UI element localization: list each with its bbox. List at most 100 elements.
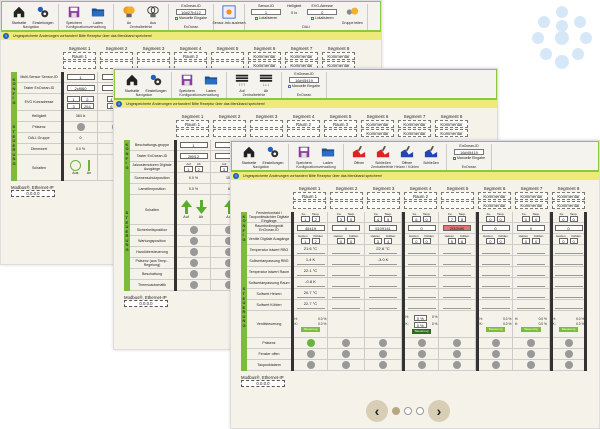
page-dot-1[interactable] <box>392 407 400 415</box>
ip-address-input[interactable]: 0.0.0.0 <box>124 300 168 307</box>
room-name-input[interactable]: Kommentar <box>285 52 318 60</box>
checkbox[interactable]: Manuelle Eingabe <box>453 156 485 160</box>
checkbox-icon[interactable] <box>254 16 258 20</box>
pair-input[interactable]: 0 <box>559 238 568 244</box>
address-input[interactable]: 1 <box>67 95 80 102</box>
pair-input[interactable]: 0 <box>486 238 495 244</box>
comment-input[interactable] <box>213 129 246 137</box>
room-name-input[interactable]: Kommentar <box>398 120 431 128</box>
pair-input[interactable]: 0 <box>347 238 356 244</box>
folder-button[interactable]: Laden <box>86 4 110 25</box>
pair-input[interactable]: 0 <box>336 238 345 244</box>
pair-input[interactable]: 0 <box>521 216 530 222</box>
pair-input[interactable]: 0 <box>496 216 505 222</box>
blind-up-button[interactable]: ↑↑↑Auf <box>230 72 254 93</box>
pair-input[interactable]: 6 <box>412 216 421 222</box>
up-button[interactable]: Auf <box>180 200 192 219</box>
room-name-input[interactable]: Kommentar <box>478 192 511 200</box>
id-input[interactable]: 45419 <box>296 225 325 231</box>
down-button[interactable]: Ab <box>195 200 207 219</box>
field-input[interactable]: 1 <box>251 9 282 15</box>
ip-address-input[interactable]: 0.0.0.0 <box>11 190 55 197</box>
comment-input[interactable]: Kommentar <box>398 129 431 137</box>
room-name-input[interactable] <box>211 52 244 60</box>
checkbox-icon[interactable] <box>288 84 291 88</box>
room-name-input[interactable] <box>367 192 400 200</box>
comment-input[interactable] <box>367 201 400 209</box>
comment-input[interactable] <box>441 201 474 209</box>
valve-red-button[interactable]: Schließen <box>371 144 395 165</box>
id-input[interactable]: 2cf060 <box>66 85 95 91</box>
id-input[interactable]: 2f32f4f0 <box>443 225 471 231</box>
steuerung-button[interactable]: Steuerung <box>485 326 506 332</box>
valve-red-button[interactable]: Öffnen <box>347 144 371 165</box>
checkbox[interactable]: Lokalisieren <box>310 16 334 20</box>
room-name-input[interactable]: Raum 3 <box>324 120 357 128</box>
comment-input[interactable]: Kommentar <box>361 129 394 137</box>
gear-button[interactable]: Einstellungen <box>144 72 168 93</box>
pair-input[interactable]: 0 <box>569 238 578 244</box>
prev-page-button[interactable]: ‹ <box>366 400 388 422</box>
room-name-input[interactable]: Raum 1 <box>63 52 96 60</box>
id-input[interactable]: 2f6f12 <box>179 153 208 159</box>
room-name-input[interactable]: Kommentar <box>322 52 355 60</box>
room-name-input[interactable]: Raum 2 <box>404 192 437 200</box>
pair-input[interactable]: 0 <box>521 238 530 244</box>
save-button[interactable]: Speichern <box>175 72 199 93</box>
address-input[interactable]: 2 <box>81 95 94 102</box>
pair-input[interactable]: 0 <box>347 216 356 222</box>
gear-button[interactable]: Einstellungen <box>261 144 285 165</box>
pair-input[interactable]: 3 <box>219 166 229 172</box>
group-button[interactable]: Gruppe teilen <box>340 4 364 25</box>
pair-input[interactable]: 1 <box>184 166 193 172</box>
field-input[interactable]: 16#45419 <box>454 149 485 155</box>
page-dot-3[interactable] <box>416 407 424 415</box>
pair-input[interactable]: 3 <box>373 238 382 244</box>
pair-input[interactable]: 4 <box>384 238 393 244</box>
comment-input[interactable]: Kommentar <box>552 201 585 209</box>
pair-input[interactable]: 1 <box>301 238 310 244</box>
checkbox[interactable]: Lokalisieren <box>254 16 277 20</box>
comment-input[interactable] <box>330 201 363 209</box>
home-button[interactable]: Startseite <box>237 144 261 165</box>
id-input[interactable]: 0 <box>481 225 510 231</box>
save-button[interactable]: Speichern <box>62 4 86 25</box>
valve-input[interactable]: 0 % <box>413 321 427 328</box>
steuerung-button[interactable]: Steuerung <box>558 326 579 332</box>
checkbox[interactable]: Manuelle Eingabe <box>175 16 207 20</box>
pair-input[interactable]: 0 <box>422 238 431 244</box>
field-input[interactable]: 16#27b112 <box>176 9 207 15</box>
room-name-input[interactable] <box>441 192 474 200</box>
room-name-input[interactable] <box>250 120 283 128</box>
room-name-input[interactable]: Raum 1 <box>176 120 209 128</box>
next-page-button[interactable]: › <box>428 400 450 422</box>
checkbox-icon[interactable] <box>310 16 314 20</box>
pair-input[interactable]: 0 <box>486 216 495 222</box>
pair-input[interactable]: 7 <box>447 216 456 222</box>
id-input[interactable]: 5109141 <box>369 225 397 231</box>
pair-input[interactable]: 1 <box>301 216 310 222</box>
save-button[interactable]: Speichern <box>292 144 316 165</box>
checkbox-icon[interactable] <box>453 156 456 160</box>
pair-input[interactable]: 5 <box>384 216 393 222</box>
room-name-input[interactable]: Raum 1 <box>293 192 326 200</box>
pair-input[interactable]: 2 <box>194 166 203 172</box>
steuerung-button[interactable]: Steuerung <box>411 328 432 334</box>
home-button[interactable]: Startseite <box>7 4 31 25</box>
pair-input[interactable]: 2 <box>311 216 320 222</box>
room-name-input[interactable]: Raum 2 <box>287 120 320 128</box>
comment-input[interactable] <box>287 129 320 137</box>
pair-input[interactable]: 4 <box>373 216 382 222</box>
comment-input[interactable] <box>293 201 326 209</box>
room-name-input[interactable]: Kommentar <box>552 192 585 200</box>
pair-input[interactable]: 0 <box>496 238 505 244</box>
switch-off[interactable]: Aus <box>69 160 81 175</box>
checkbox[interactable]: Manuelle Eingabe <box>288 84 320 88</box>
pair-input[interactable]: 0 <box>532 216 541 222</box>
id-input[interactable]: 1 <box>179 142 208 148</box>
room-name-input[interactable]: Kommentar <box>248 52 281 60</box>
valve-blue-button[interactable]: Schließen <box>419 144 443 165</box>
room-name-input[interactable]: Kommentar <box>515 192 548 200</box>
id-input[interactable]: 1 <box>66 74 95 80</box>
steuerung-button[interactable]: Steuerung <box>521 326 541 332</box>
